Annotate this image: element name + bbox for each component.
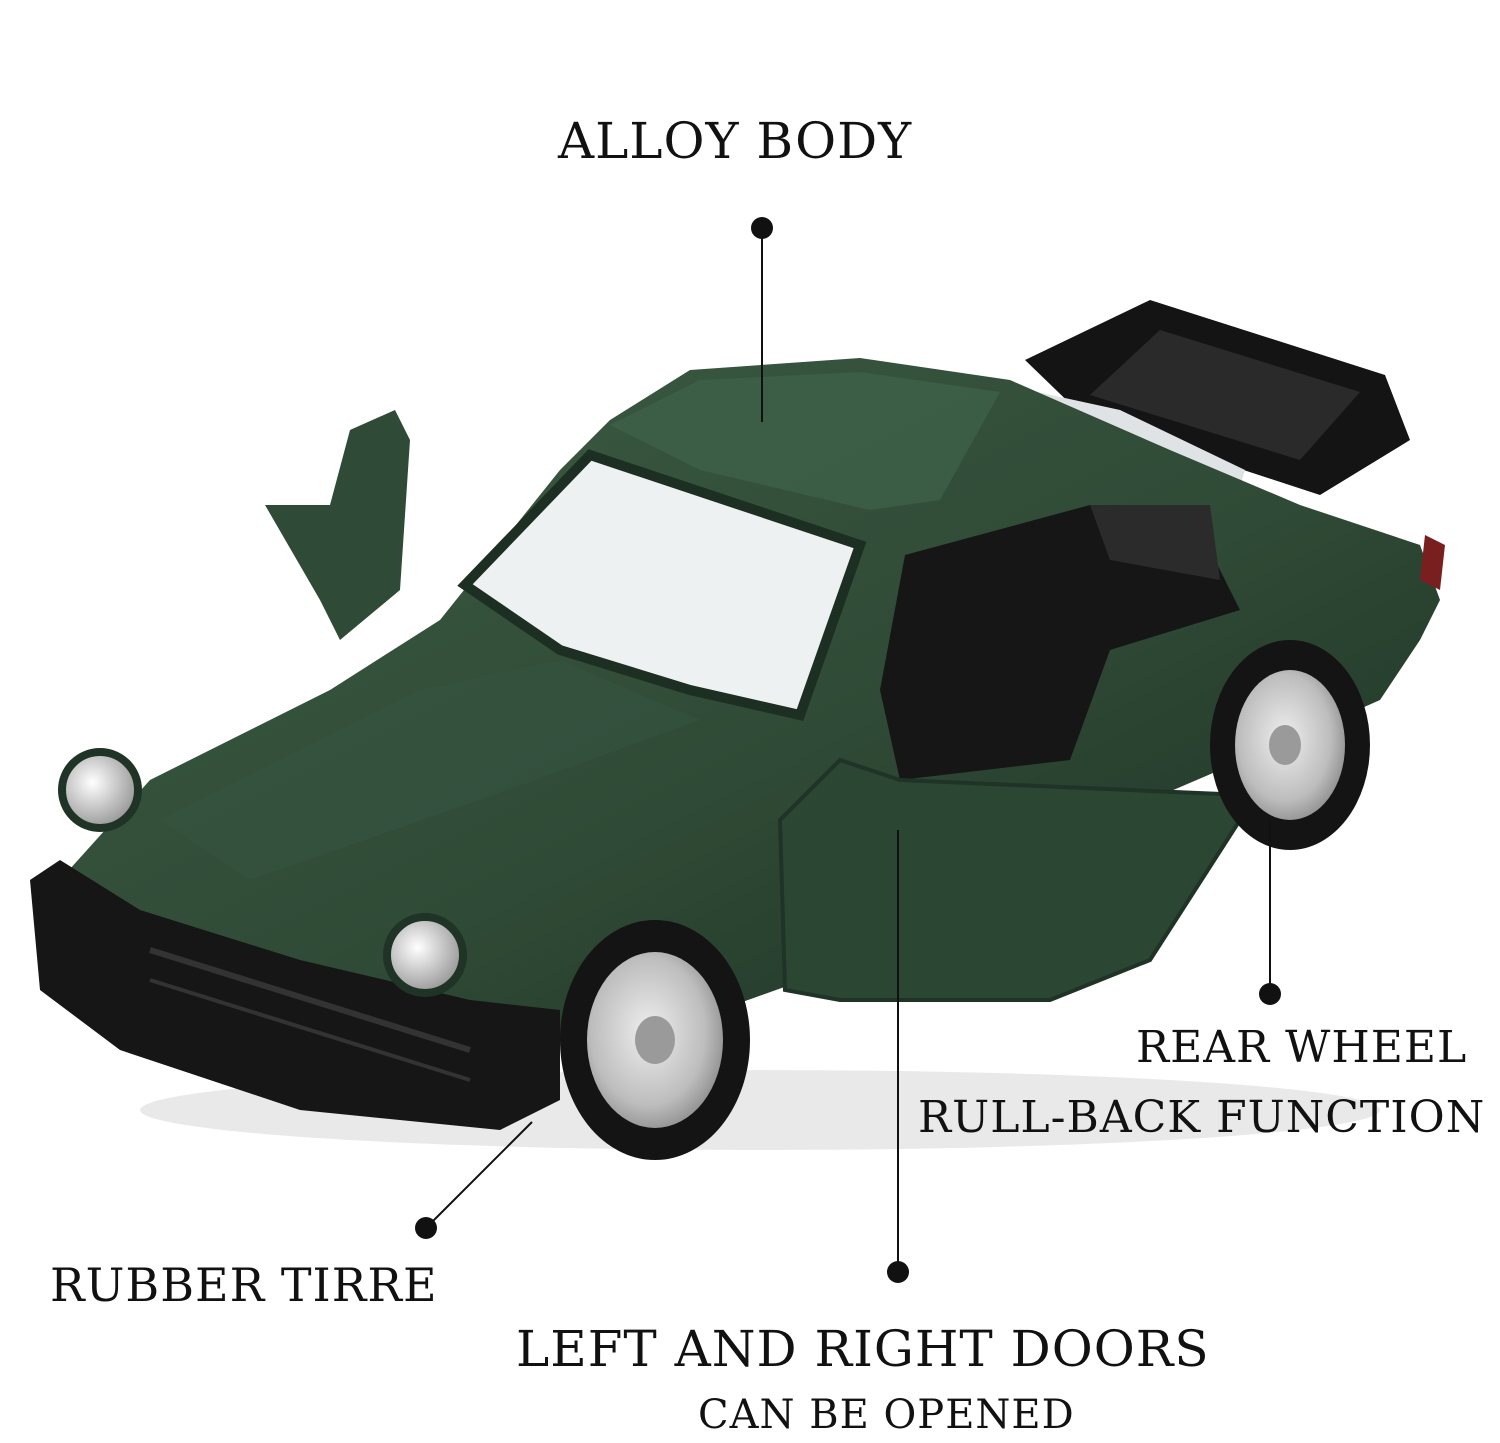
rear-wheel-label: REAR WHEEL [1136, 1022, 1468, 1073]
left-door [265, 410, 410, 640]
front-wheel [560, 920, 750, 1160]
left-headlight [58, 748, 142, 832]
callout-rear-wheel-pointer [1259, 820, 1281, 1005]
right-headlight [383, 913, 467, 997]
pull-back-function-label: RULL-BACK FUNCTION [918, 1092, 1486, 1143]
callout-alloy-body-pointer [751, 217, 773, 422]
model-car [30, 300, 1445, 1160]
rubber-tire-label: RUBBER TIRRE [50, 1258, 438, 1312]
alloy-body-label: ALLOY BODY [558, 112, 913, 170]
doors-label: LEFT AND RIGHT DOORS [516, 1320, 1210, 1378]
callout-rubber-tire-pointer [415, 1121, 533, 1239]
rear-wheel [1210, 640, 1370, 850]
callout-doors-pointer [887, 830, 909, 1283]
windshield [457, 449, 867, 721]
right-door [777, 757, 1248, 1002]
doors-can-open-label: CAN BE OPENED [698, 1392, 1075, 1438]
